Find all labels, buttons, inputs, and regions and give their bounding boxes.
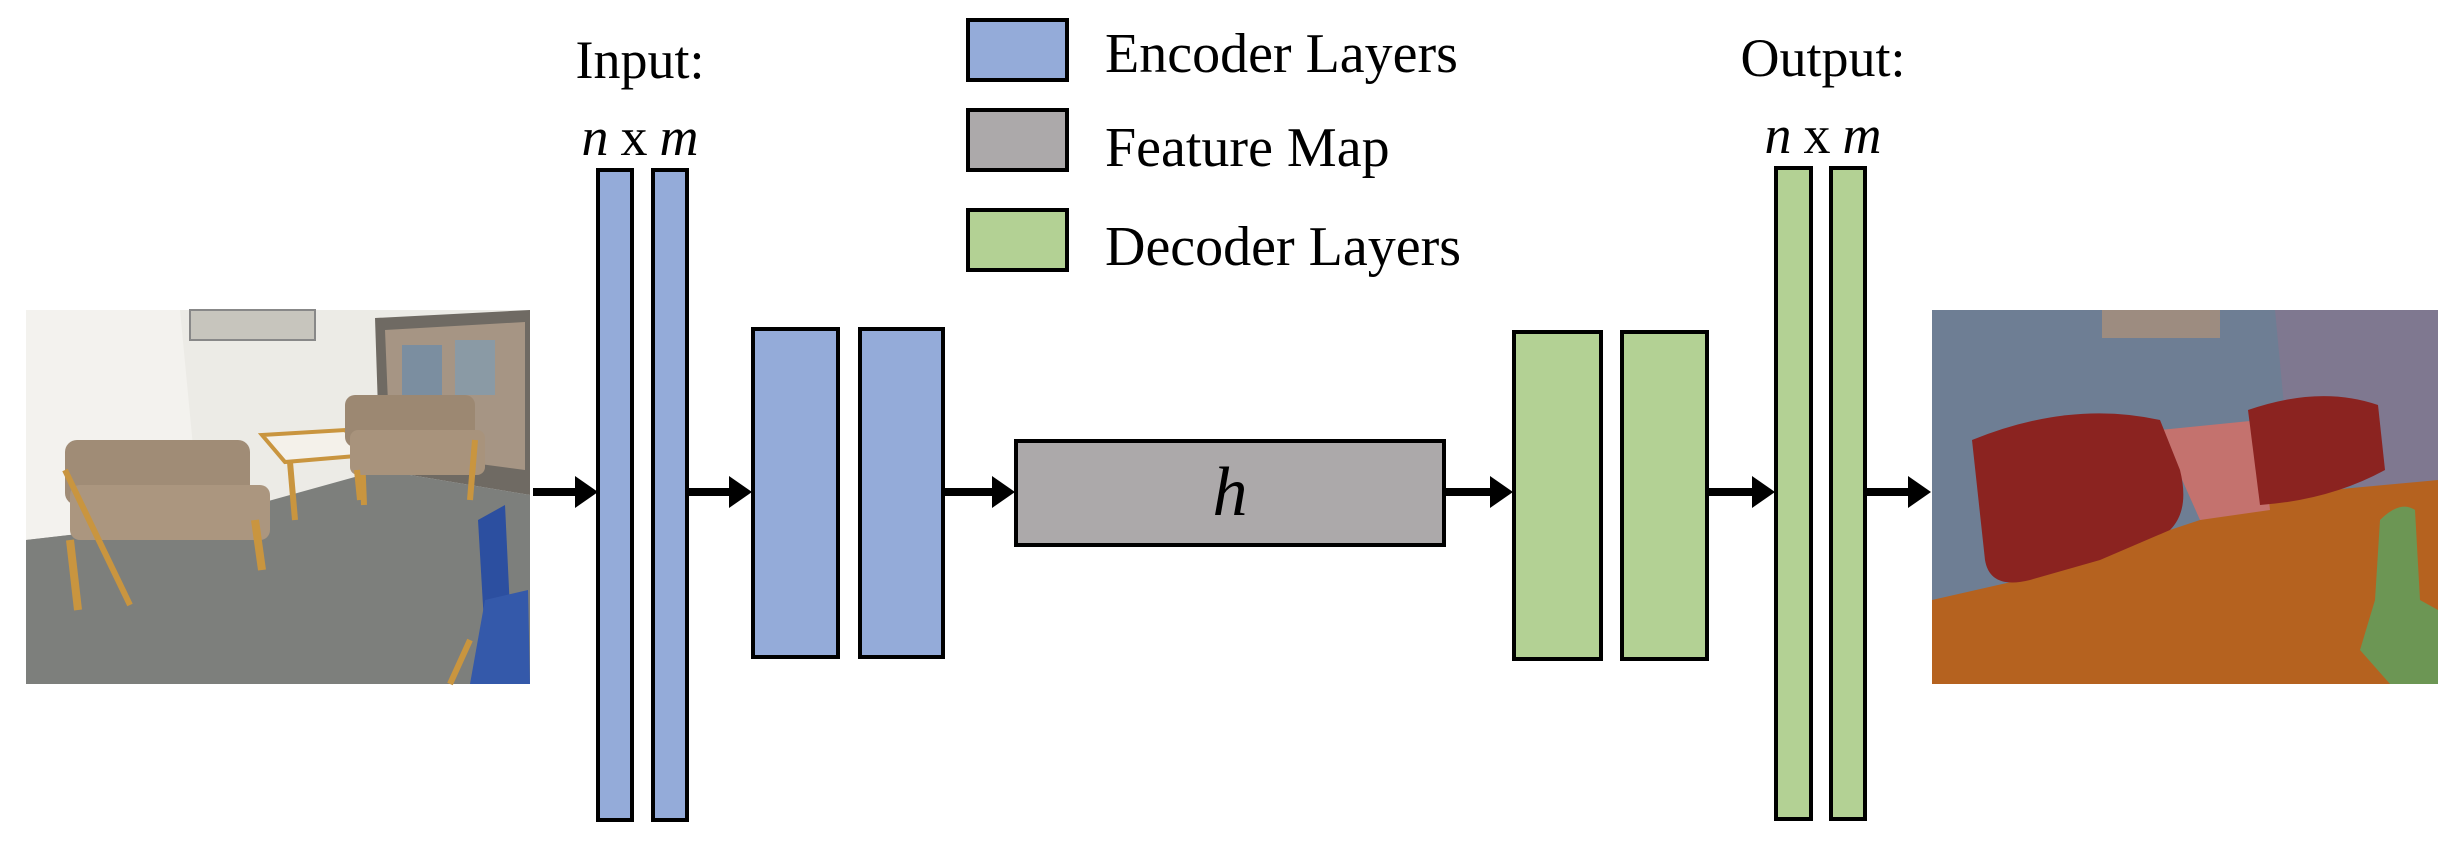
output-dim-m: m: [1843, 105, 1882, 165]
side-table: [257, 427, 373, 521]
right-arrow-icon: [1709, 476, 1775, 508]
legend-swatch-decoder: [966, 208, 1069, 272]
legend-label-encoder: Encoder Layers: [1105, 23, 1458, 85]
input-dim-m: m: [660, 107, 699, 167]
encoder-layer-1: [751, 327, 840, 659]
input-dim-x: x: [621, 107, 648, 167]
input-dim-n: n: [582, 107, 609, 167]
right-arrow-icon: [945, 476, 1015, 508]
output-layer-bar-1: [1774, 166, 1813, 821]
input-title: Input:: [576, 30, 705, 90]
right-arrow-icon: [1446, 476, 1513, 508]
decoder-layer-2: [1620, 330, 1709, 661]
output-segmentation-image: [1932, 310, 2438, 684]
input-layer-bar-2: [651, 168, 689, 822]
right-arrow-icon: [689, 476, 752, 508]
right-arrow-icon: [1867, 476, 1931, 508]
legend: Encoder Layers Feature Map Decoder Layer…: [966, 18, 1461, 278]
output-dim-x: x: [1804, 105, 1831, 165]
output-title: Output:: [1740, 28, 1905, 88]
decoder-layer-1: [1512, 330, 1603, 661]
feature-map-label: h: [1213, 454, 1248, 531]
legend-swatch-feature: [966, 108, 1069, 172]
legend-label-feature: Feature Map: [1105, 117, 1390, 179]
output-dim-n: n: [1765, 105, 1792, 165]
input-room-image: [26, 309, 530, 686]
output-layer-bar-2: [1829, 166, 1867, 821]
input-layer-bar-1: [596, 168, 634, 822]
legend-label-decoder: Decoder Layers: [1105, 216, 1461, 278]
sofa-left: [62, 440, 270, 611]
feature-map-box: [1014, 439, 1446, 547]
legend-swatch-encoder: [966, 18, 1069, 82]
encoder-layer-2: [858, 327, 945, 659]
right-arrow-icon: [533, 476, 598, 508]
sofa-right: [345, 395, 485, 501]
blue-chair: [447, 505, 530, 686]
